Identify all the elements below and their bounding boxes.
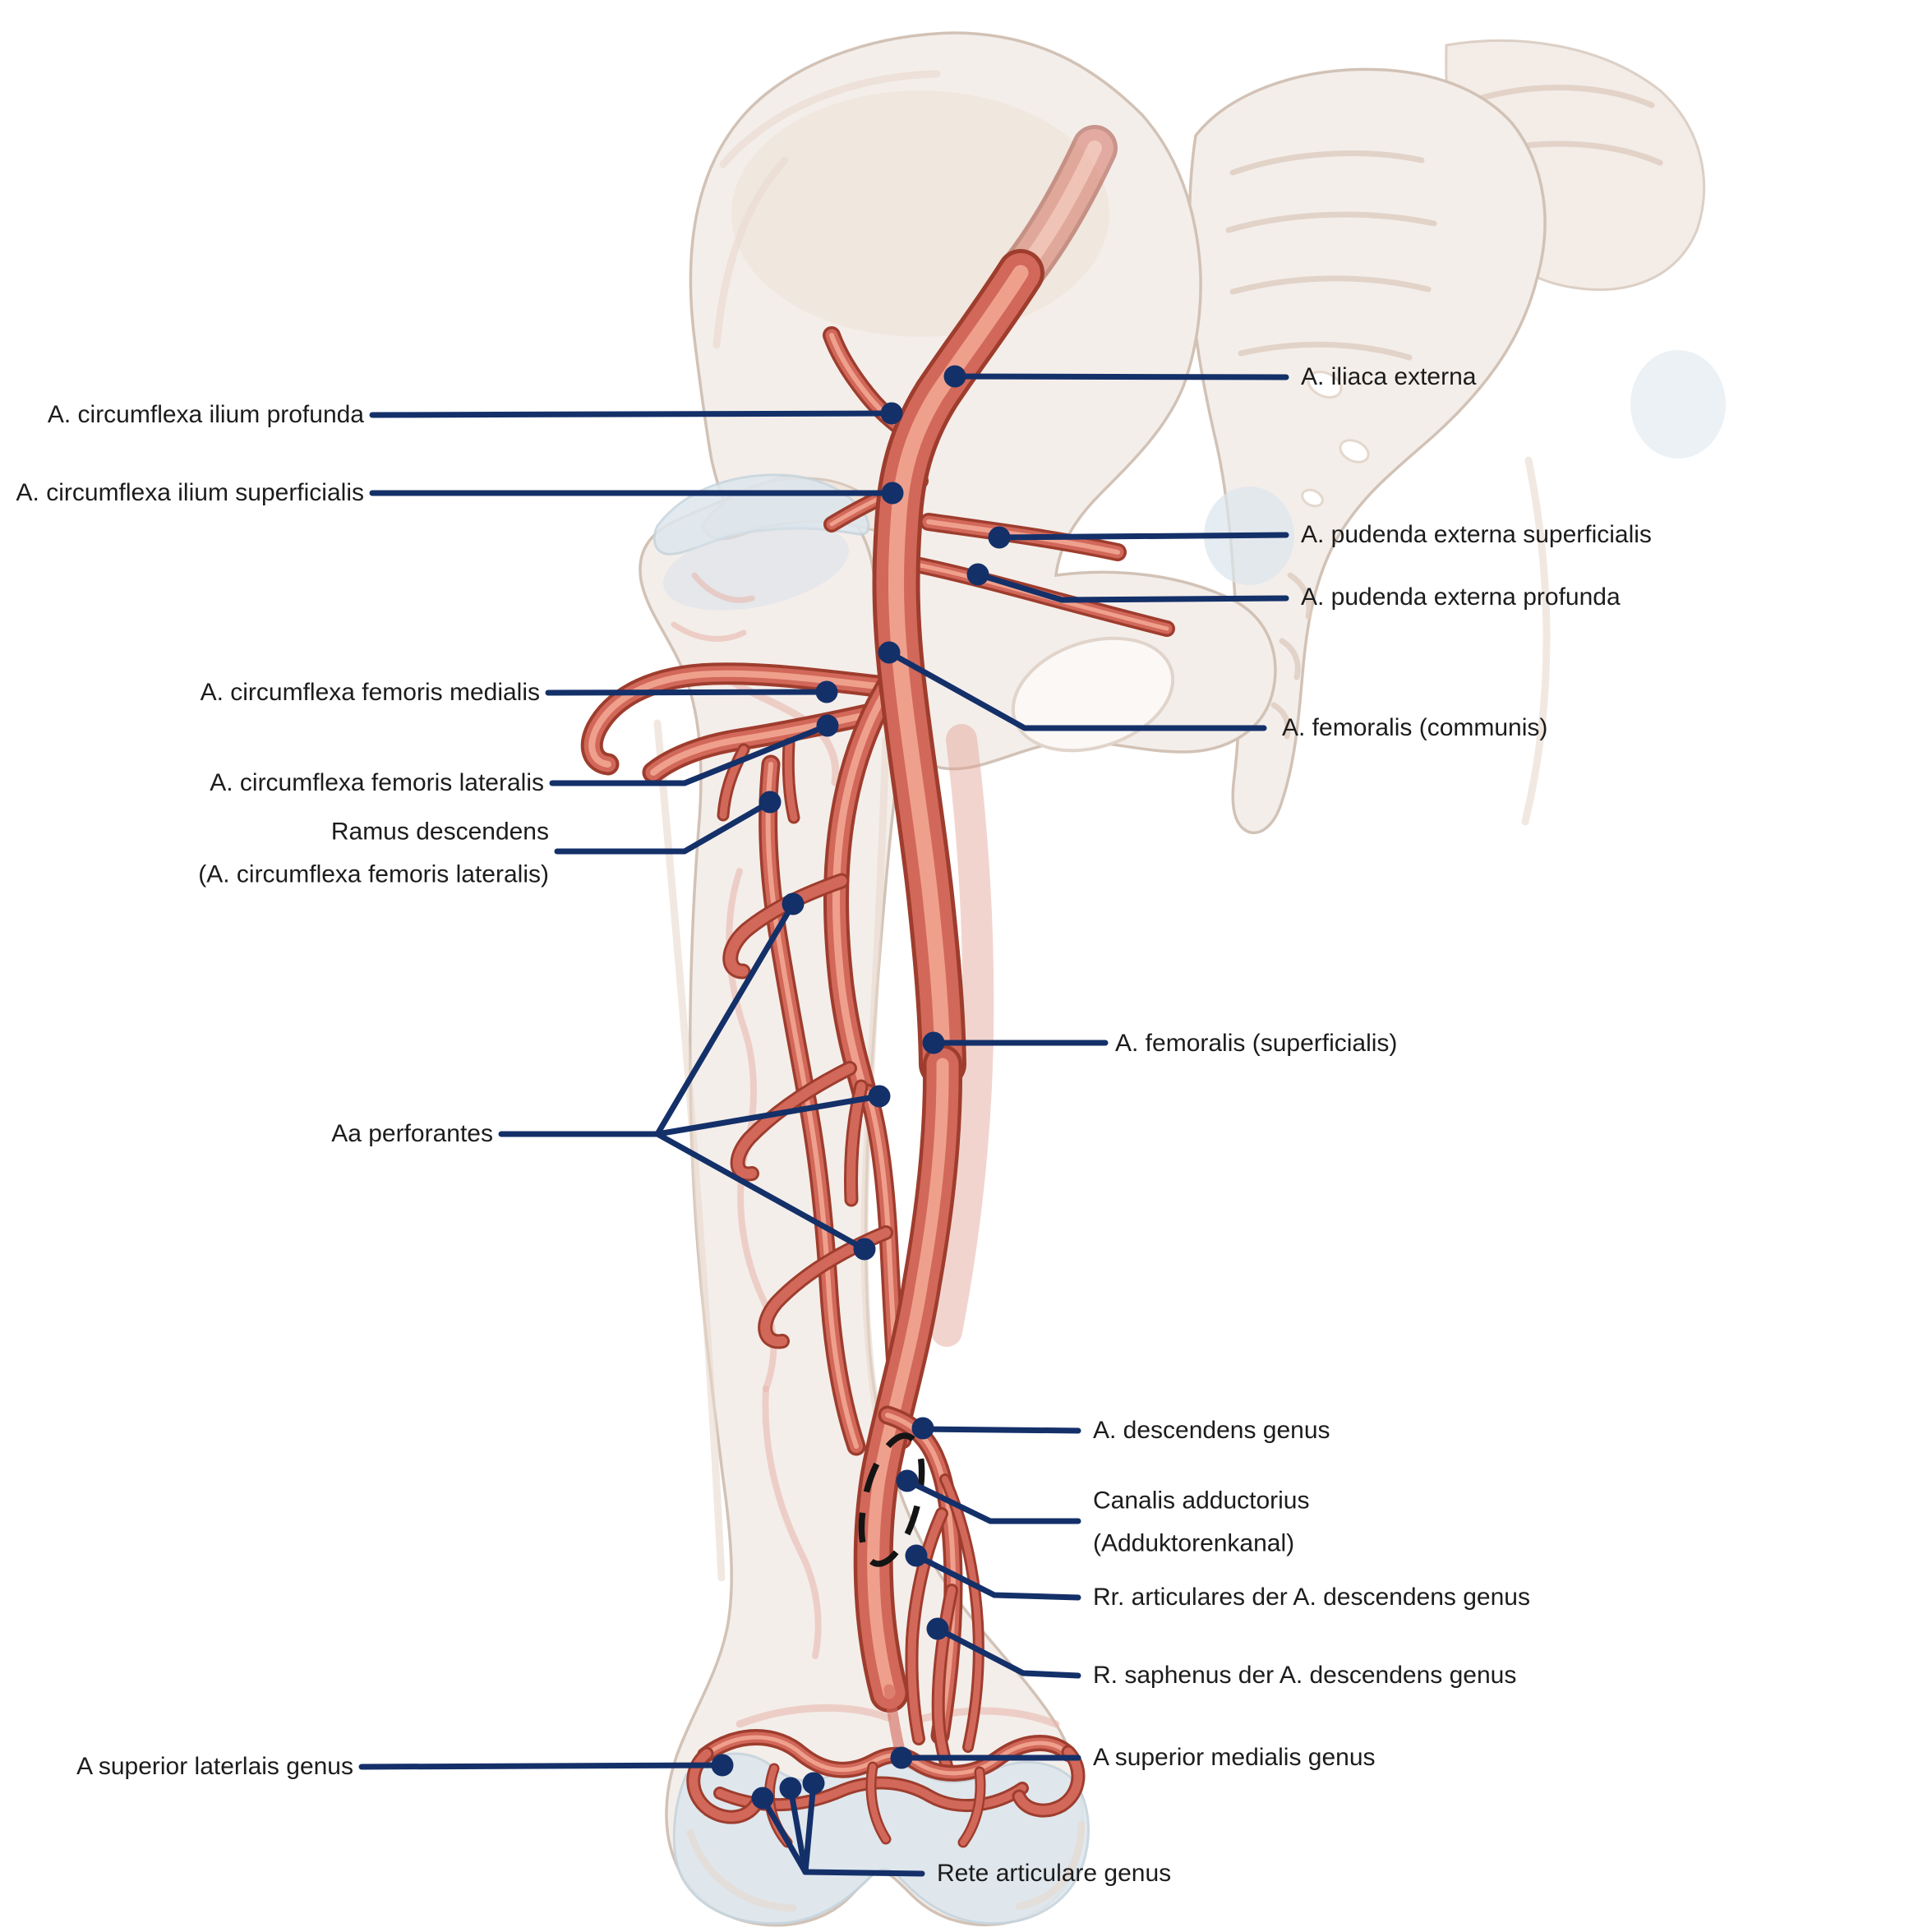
leader-ramus-descendens (554, 799, 773, 855)
label-superior-lateralis-genus: A superior laterlais genus (76, 1753, 353, 1780)
leader-dots (711, 365, 1011, 1810)
label-aa-perforantes: Aa perforantes (331, 1120, 493, 1147)
sacrum-coccyx-bone (1187, 67, 1726, 835)
label-circumflexa-ilium-profunda: A. circumflexa ilium profunda (47, 401, 364, 428)
label-femoralis-communis: A. femoralis (communis) (1282, 714, 1548, 741)
label-pudenda-externa-profunda: A. pudenda externa profunda (1301, 583, 1621, 611)
leader-r-saphenus (934, 1625, 1081, 1679)
leader-circumflexa-femoris-medialis (545, 689, 830, 696)
sacral-foramen (1301, 488, 1324, 508)
label-femoralis-superficialis: A. femoralis (superficialis) (1115, 1030, 1398, 1057)
label-superior-medialis-genus: A superior medialis genus (1093, 1744, 1376, 1771)
leader-circumflexa-femoris-lateralis (549, 722, 831, 786)
leader-femoralis-communis (886, 649, 1267, 731)
label-r-saphenus: R. saphenus der A. descendens genus (1093, 1662, 1517, 1689)
leader-iliaca-externa (952, 373, 1289, 380)
cartilage-patch (1630, 350, 1726, 459)
leader-aa-perforantes (498, 901, 883, 1252)
label-rr-articulares: Rr. articulares der A. descendens genus (1093, 1584, 1530, 1611)
leader-descendens-genus (920, 1426, 1081, 1434)
label-line: (A. circumflexa femoris lateralis) (198, 860, 549, 888)
leader-rete-articulare-genus (759, 1780, 925, 1877)
sacral-foramen (1339, 439, 1370, 463)
adductor-canal-outline (858, 1432, 925, 1567)
leader-lines (358, 373, 1289, 1877)
leader-pudenda-externa-profunda (975, 571, 1289, 603)
leader-canalis-adductorius (904, 1478, 1081, 1524)
label-circumflexa-femoris-medialis: A. circumflexa femoris medialis (200, 679, 540, 706)
leader-superior-lateralis-genus (358, 1762, 726, 1770)
label-rete-articulare-genus: Rete articulare genus (937, 1860, 1172, 1887)
label-circumflexa-femoris-lateralis: A. circumflexa femoris lateralis (210, 769, 544, 796)
femoral-vein-shadow (931, 724, 994, 1347)
label-ramus-descendens: Ramus descendens (A. circumflexa femoris… (198, 810, 549, 895)
label-canalis-adductorius: Canalis adductorius (Adduktorenkanal) (1093, 1479, 1309, 1564)
label-circumflexa-ilium-superficialis: A. circumflexa ilium superficialis (16, 479, 364, 506)
label-pudenda-externa-superficialis: A. pudenda externa superficialis (1301, 521, 1652, 548)
label-descendens-genus: A. descendens genus (1093, 1417, 1330, 1444)
label-line: (Adduktorenkanal) (1093, 1529, 1295, 1556)
label-line: Ramus descendens (330, 818, 549, 846)
label-iliaca-externa: A. iliaca externa (1301, 363, 1477, 390)
leader-circumflexa-ilium-profunda (369, 410, 895, 418)
leader-rr-articulares (913, 1552, 1081, 1601)
label-line: Canalis adductorius (1093, 1487, 1310, 1515)
sacral-foramen (1307, 371, 1343, 399)
leader-pudenda-externa-superficialis (996, 532, 1289, 541)
